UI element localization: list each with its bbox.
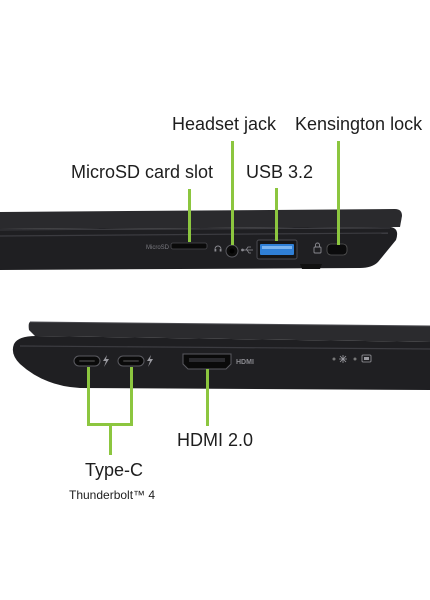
headset-icon <box>214 245 222 252</box>
laptop-left-side-view <box>0 209 402 270</box>
callout-line-kensington <box>337 141 340 245</box>
lock-icon <box>313 242 322 254</box>
type-c-port-2 <box>117 355 145 367</box>
callout-line-microsd <box>188 189 191 242</box>
hdmi-port <box>182 353 232 370</box>
power-led-icon <box>332 355 347 363</box>
callout-line-typec-1 <box>87 367 90 425</box>
microsd-card-slot <box>170 242 208 250</box>
microsd-card-slot-label: MicroSD card slot <box>71 162 214 182</box>
usb-3-2-label: USB 3.2 <box>246 162 314 182</box>
callout-line-typec-2 <box>130 367 133 425</box>
thunderbolt-icon <box>103 355 109 367</box>
callout-line-hdmi <box>206 369 209 426</box>
callout-line-usb <box>275 188 278 241</box>
usb-3-2-port <box>256 239 298 260</box>
callout-line-headset <box>231 141 234 245</box>
thunderbolt-4-label: Thunderbolt™ 4 <box>69 488 156 502</box>
headset-jack <box>225 244 239 258</box>
usb-icon <box>241 246 253 254</box>
hdmi-port-text: HDMI <box>236 359 254 366</box>
callout-line-typec-stem <box>109 423 112 455</box>
kensington-lock-label: Kensington lock <box>295 114 423 134</box>
battery-led-icon <box>353 354 372 363</box>
kensington-lock-slot <box>326 243 348 256</box>
hdmi-label: HDMI 2.0 <box>177 430 254 450</box>
type-c-label: Type-C <box>85 460 144 480</box>
type-c-port-1 <box>73 355 101 367</box>
headset-jack-label: Headset jack <box>172 114 277 134</box>
thunderbolt-icon <box>147 355 153 367</box>
microsd-port-text: MicroSD <box>146 245 170 251</box>
